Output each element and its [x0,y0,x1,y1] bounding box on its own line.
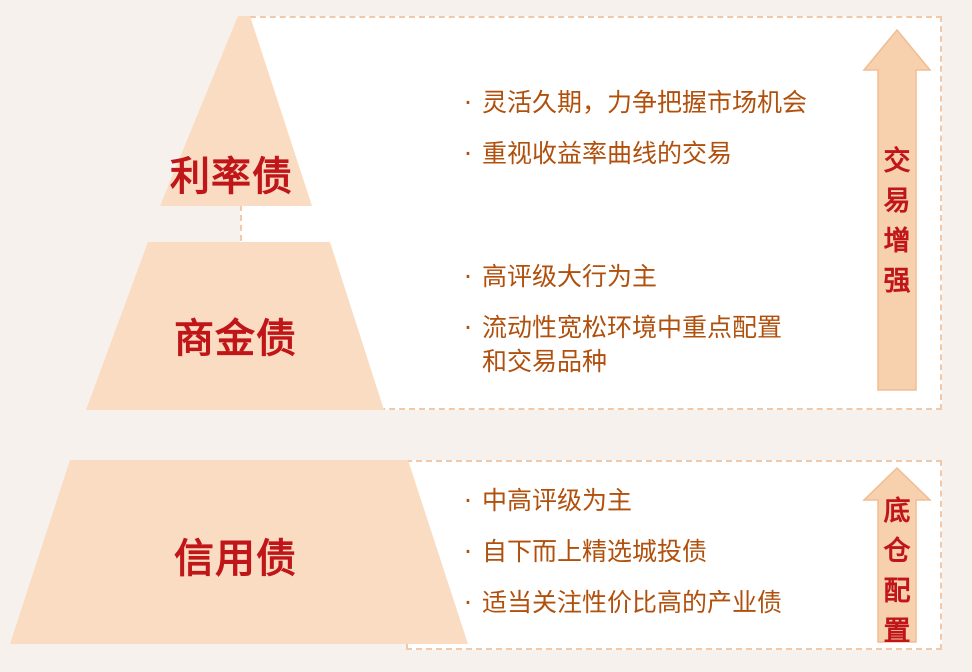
arrow-up-allocation-shape [862,466,932,643]
bullet-list-commercial-bank-bonds: 高评级大行为主 流动性宽松环境中重点配置 和交易品种 [462,260,782,379]
bullet-item: 高评级大行为主 [462,260,782,294]
arrow-label-allocation: 底 仓 配 置 [883,496,911,647]
bullet-item: 中高评级为主 [462,484,782,518]
arrow-up-trading-shape [862,28,932,391]
tier-label-rate-bonds: 利率债 [170,154,293,200]
bullet-item: 流动性宽松环境中重点配置 和交易品种 [462,311,782,379]
bullet-list-credit-bonds: 中高评级为主 自下而上精选城投债 适当关注性价比高的产业债 [462,484,782,637]
bullet-list-rate-bonds: 灵活久期，力争把握市场机会 重视收益率曲线的交易 [462,86,807,188]
tier-label-commercial-bank-bonds: 商金债 [174,316,297,362]
tier-top-shape [160,16,312,206]
arrow-label-trading: 交 易 增 强 [883,146,911,297]
tier-bottom-shape [10,460,468,644]
bullet-item: 重视收益率曲线的交易 [462,137,807,171]
bullet-item: 适当关注性价比高的产业债 [462,586,782,620]
bullet-item: 灵活久期，力争把握市场机会 [462,86,807,120]
tier-label-credit-bonds: 信用债 [174,536,297,582]
bullet-item: 自下而上精选城投债 [462,535,782,569]
tier-middle-shape [86,242,384,410]
